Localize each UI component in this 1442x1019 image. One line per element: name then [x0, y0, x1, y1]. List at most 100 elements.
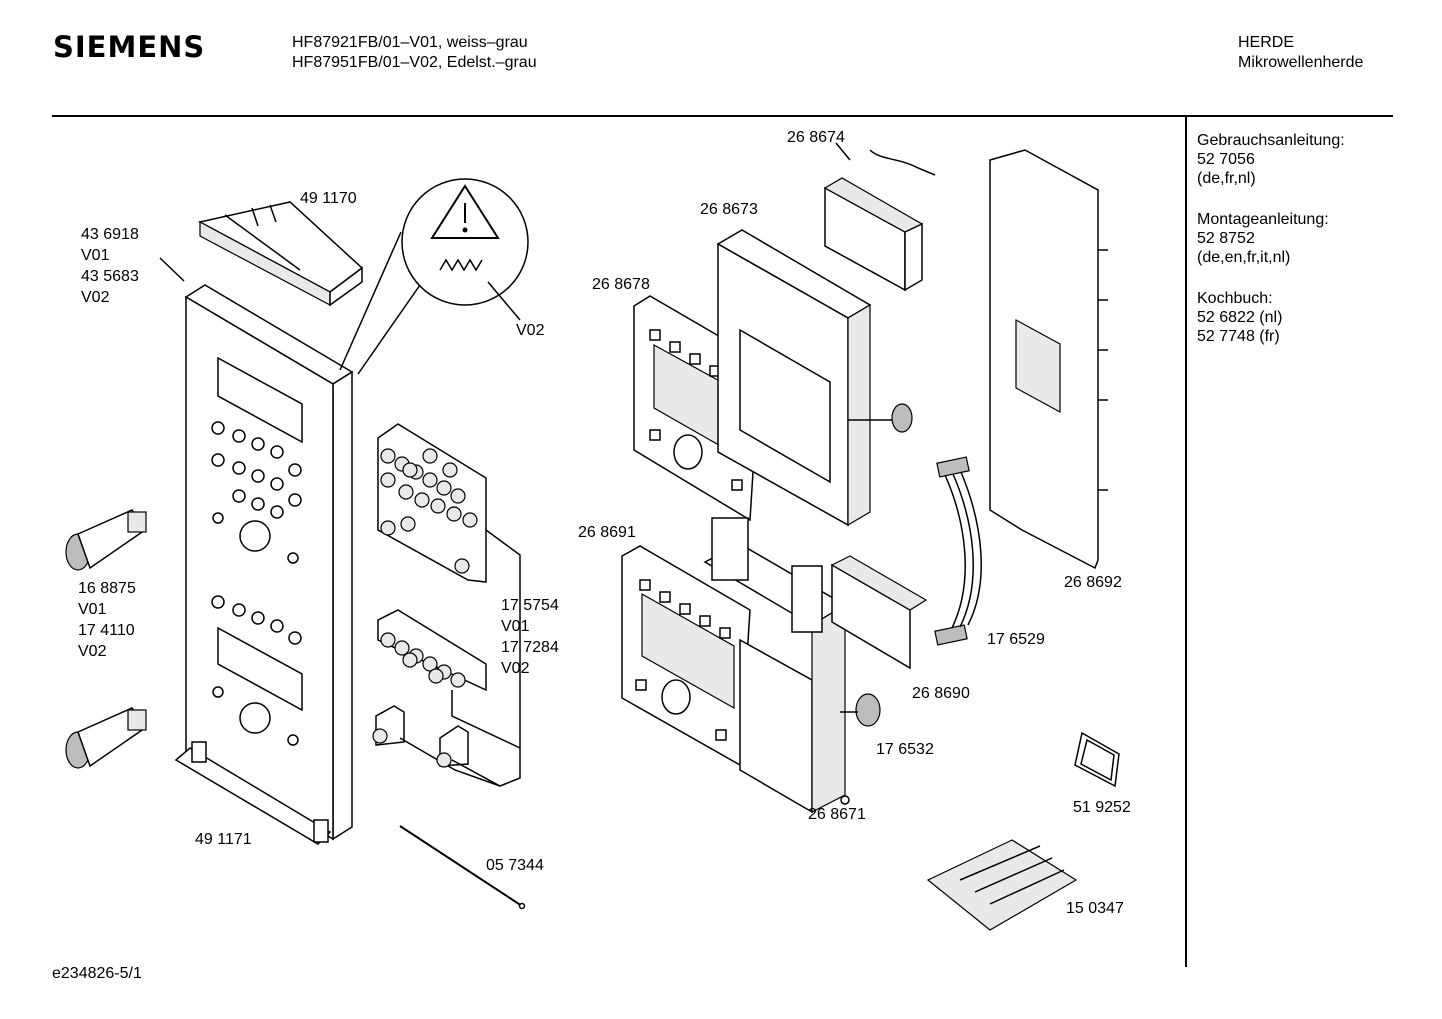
tact-switch	[380, 472, 396, 488]
tact-switch	[422, 656, 438, 672]
frame-key	[639, 579, 651, 591]
callout-177284-variant: V02	[501, 660, 530, 677]
callout-435683: 43 5683	[81, 268, 139, 285]
callout-268690: 26 8690	[912, 685, 970, 702]
callout-175754-variant: V01	[501, 618, 530, 635]
panel-button	[212, 686, 224, 698]
callout-436918: 43 6918	[81, 226, 139, 243]
tact-switch	[442, 462, 458, 478]
part-268673-housing	[716, 229, 913, 527]
tact-switch	[454, 558, 470, 574]
panel-button	[251, 437, 265, 451]
tact-switch	[422, 472, 438, 488]
callout-519252: 51 9252	[1073, 799, 1131, 816]
callout-491170: 49 1170	[300, 190, 357, 207]
frame-key	[719, 627, 731, 639]
callout-175754: 17 5754	[501, 597, 559, 614]
model-numbers: HF87921FB/01–V01, weiss–grau HF87951FB/0…	[292, 33, 537, 73]
product-category: HERDE Mikrowellenherde	[1238, 33, 1363, 73]
callout-168875-variant: V01	[78, 601, 107, 618]
part-174110-knob	[65, 707, 147, 769]
panel-button	[288, 631, 302, 645]
part-491171-rail	[174, 741, 332, 845]
panel-button	[270, 619, 284, 633]
frame-key	[649, 429, 661, 441]
doc-user-manual-title: Gebrauchsanleitung:	[1197, 132, 1345, 149]
callout-268671: 26 8671	[808, 806, 866, 823]
part-491170-bracket	[197, 201, 364, 307]
panel-button	[211, 421, 225, 435]
part-175754-button-board	[375, 423, 521, 787]
part-268671-housing	[703, 517, 850, 814]
callout-175754-group: 17 5754 V01 17 7284 V02	[501, 595, 559, 679]
documentation-sidebar: Gebrauchsanleitung: 52 7056 (de,fr,nl) M…	[1197, 131, 1345, 368]
doc-installation-langs: (de,en,fr,it,nl)	[1197, 249, 1291, 266]
model-line-1: HF87921FB/01–V01, weiss–grau	[292, 34, 528, 51]
category-line-1: HERDE	[1238, 34, 1295, 51]
panel-button	[288, 493, 302, 507]
panel-button	[270, 477, 284, 491]
frame-key	[635, 679, 647, 691]
panel-button	[288, 463, 302, 477]
frame-key	[689, 353, 701, 365]
doc-cookbook: Kochbuch: 52 6822 (nl) 52 7748 (fr)	[1197, 289, 1345, 346]
drawing-id: e234826-5/1	[52, 965, 142, 982]
part-176529-ribbon-cable	[934, 456, 982, 646]
doc-installation-title: Montageanleitung:	[1197, 211, 1329, 228]
callout-436918-variant: V01	[81, 247, 110, 264]
tact-switch	[462, 512, 478, 528]
tact-switch	[446, 506, 462, 522]
panel-button	[232, 489, 246, 503]
doc-installation-number: 52 8752	[1197, 230, 1255, 247]
tact-switch	[402, 652, 418, 668]
panel-button	[287, 734, 299, 746]
tact-switch	[394, 640, 410, 656]
panel-button	[251, 497, 265, 511]
part-268692-back-board	[989, 149, 1108, 570]
part-057344-rod	[399, 825, 526, 910]
tact-switch	[380, 448, 396, 464]
part-519252-seal	[1074, 731, 1120, 788]
callout-warning-variant: V02	[516, 322, 545, 339]
part-268691-display-frame	[621, 545, 751, 767]
tact-switch	[414, 492, 430, 508]
panel-button	[251, 611, 265, 625]
panel-button	[212, 512, 224, 524]
tact-switch	[430, 498, 446, 514]
callout-177284: 17 7284	[501, 639, 559, 656]
frame-key	[731, 479, 743, 491]
callout-268692: 26 8692	[1064, 574, 1122, 591]
callout-176529: 17 6529	[987, 631, 1045, 648]
callout-268678: 26 8678	[592, 276, 650, 293]
frame-key	[699, 615, 711, 627]
doc-cookbook-title: Kochbuch:	[1197, 290, 1273, 307]
tact-switch	[450, 488, 466, 504]
doc-user-manual-langs: (de,fr,nl)	[1197, 170, 1256, 187]
warning-detail	[339, 178, 529, 375]
front-panel-buttons	[211, 421, 302, 746]
callout-057344: 05 7344	[486, 857, 544, 874]
panel-button	[251, 469, 265, 483]
part-168875-knob	[65, 509, 147, 571]
callout-150347: 15 0347	[1066, 900, 1124, 917]
panel-button	[232, 603, 246, 617]
callout-168875-group: 16 8875 V01 17 4110 V02	[78, 578, 136, 662]
panel-button	[232, 461, 246, 475]
sidebar-divider	[1185, 117, 1187, 967]
part-268690-connector	[830, 555, 928, 727]
display-frame-windows	[635, 329, 743, 741]
doc-user-manual-number: 52 7056	[1197, 151, 1255, 168]
frame-key	[659, 591, 671, 603]
part-268674-connector	[823, 142, 936, 292]
tact-switch	[436, 480, 452, 496]
model-line-2: HF87951FB/01–V02, Edelst.–grau	[292, 54, 537, 71]
callout-268691: 26 8691	[578, 524, 636, 541]
category-line-2: Mikrowellenherde	[1238, 54, 1364, 71]
doc-installation-manual: Montageanleitung: 52 8752 (de,en,fr,it,n…	[1197, 210, 1345, 267]
frame-key	[679, 603, 691, 615]
tact-switch	[372, 728, 388, 744]
callout-168875: 16 8875	[78, 580, 136, 597]
panel-button	[287, 552, 299, 564]
callout-174110: 17 4110	[78, 622, 135, 639]
